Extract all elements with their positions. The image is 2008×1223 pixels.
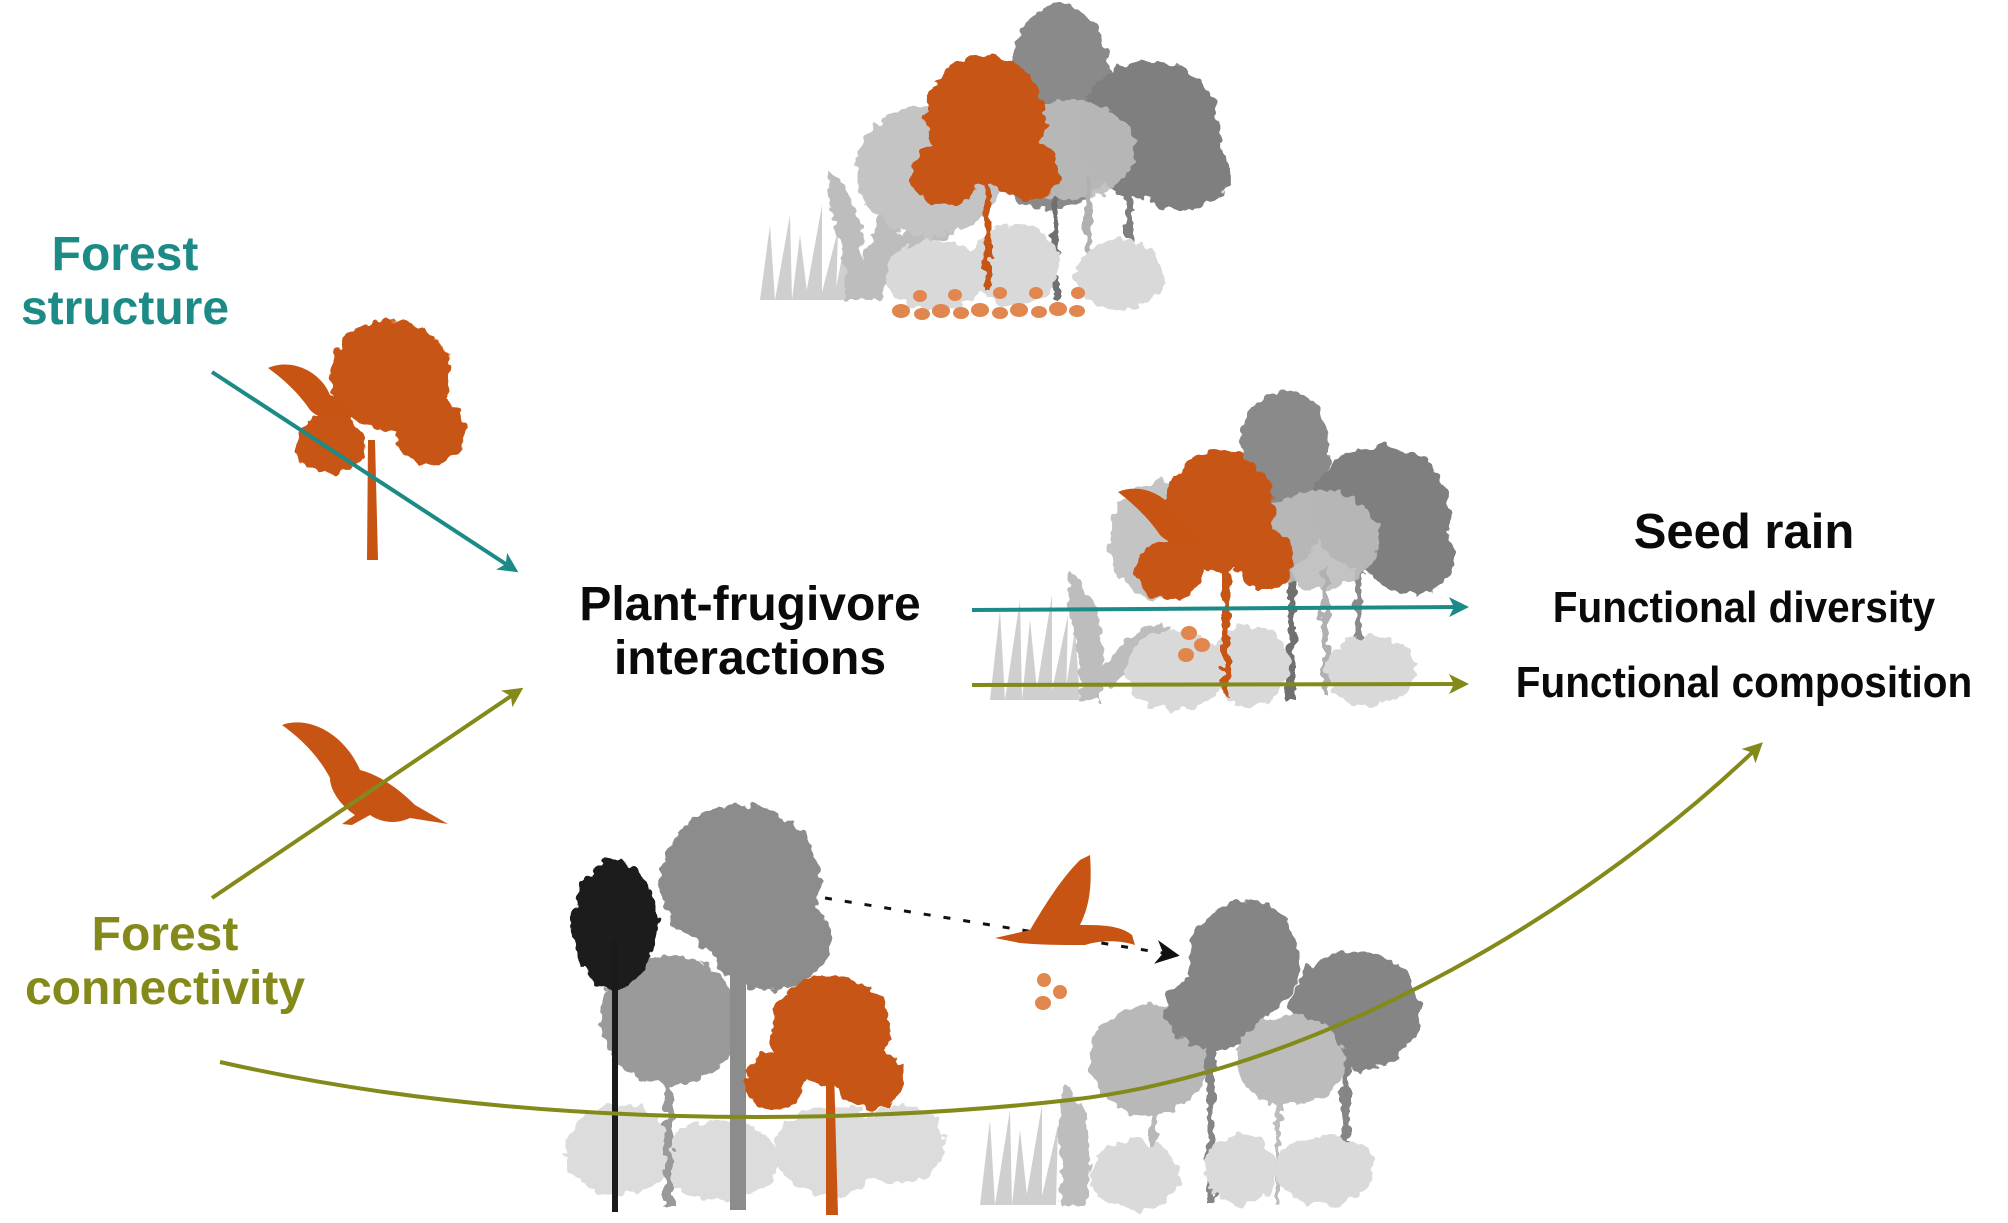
connectivity-to-interactions-arrow	[210, 687, 524, 900]
interactions-label: Plant-frugivore interactions	[540, 578, 960, 686]
structure-to-interactions-arrow	[210, 370, 519, 573]
shrub-icon	[1090, 1135, 1375, 1210]
bottom-right-forest-scene	[980, 900, 1420, 1210]
toucan-walking-icon	[282, 722, 448, 825]
tree-trunk	[367, 440, 378, 560]
dark-tree-trunk	[612, 940, 618, 1212]
forest-connectivity-label: Forest connectivity	[0, 908, 330, 1016]
grass-icon	[760, 205, 850, 300]
dispersal-path-arrow	[824, 896, 1180, 964]
structure-to-seedrain-arrow	[971, 597, 1469, 618]
tree-icon	[1235, 1015, 1345, 1205]
interactions-line1: Plant-frugivore	[579, 578, 921, 631]
forest-connectivity-line2: connectivity	[24, 962, 306, 1016]
functional-diversity-label: Functional diversity	[1552, 583, 1936, 632]
toucan-perched-icon	[268, 364, 352, 422]
connectivity-to-seedrain-arrow	[971, 674, 1469, 695]
seed-icon	[1178, 626, 1210, 662]
tree-icon	[600, 955, 740, 1210]
seed-rain-title: Seed rain	[1633, 505, 1855, 559]
seed-icon	[1035, 973, 1067, 1010]
structure-tree-scene	[268, 320, 465, 560]
interactions-line2: interactions	[613, 632, 887, 686]
grass-icon	[980, 1105, 1058, 1205]
shrub-icon	[1125, 625, 1415, 710]
shrub-icon	[565, 1105, 945, 1200]
banana-plant-icon	[1058, 1080, 1090, 1205]
tree-trunk	[826, 1070, 838, 1215]
fruiting-tree-icon	[910, 55, 1060, 290]
fruiting-tree-icon	[745, 975, 905, 1110]
top-forest-scene	[760, 5, 1230, 320]
bottom-left-forest-scene	[565, 805, 945, 1215]
tree-icon	[1165, 900, 1300, 1205]
middle-forest-scene	[990, 390, 1455, 710]
toucan-flying-icon	[995, 855, 1135, 945]
forest-structure-label: Forest structure	[0, 228, 250, 336]
grass-icon	[990, 595, 1080, 700]
palm-trunk	[730, 910, 746, 1210]
connectivity-direct-seedrain-arrow	[219, 742, 1763, 1120]
seed-pile	[892, 287, 1085, 320]
forest-connectivity-line1: Forest	[91, 908, 239, 961]
tree-icon	[573, 860, 657, 990]
functional-composition-label: Functional composition	[1515, 658, 1973, 707]
toucan-perched-icon	[1118, 488, 1202, 547]
forest-structure-line1: Forest	[51, 228, 199, 281]
forest-structure-line2: structure	[20, 282, 230, 336]
